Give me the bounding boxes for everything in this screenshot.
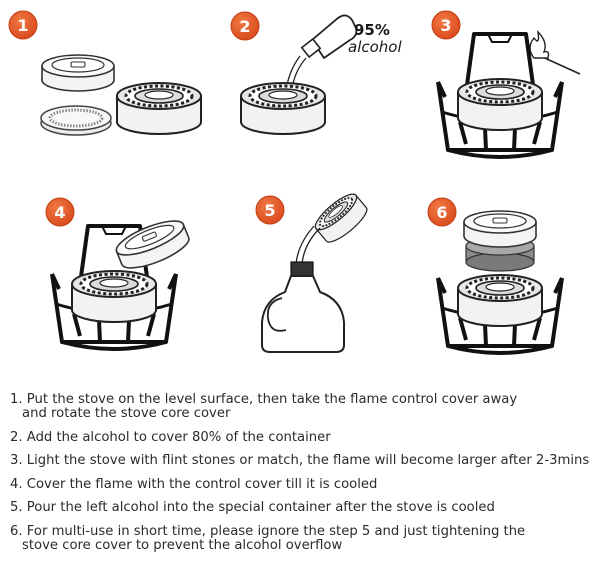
storage-container: [261, 261, 345, 353]
step-text-continued: and rotate the stove core cover: [22, 406, 231, 421]
instruction-step-1: 1. Put the stove on the level surface, t…: [10, 393, 598, 421]
step-badge-4: 4: [45, 197, 75, 227]
badge-number: 5: [264, 201, 275, 220]
badge-number: 1: [17, 16, 28, 35]
flame-control-cover: [111, 213, 194, 276]
step-text: 2. Add the alcohol to cover 80% of the c…: [10, 429, 331, 445]
step-badge-6: 6: [427, 197, 457, 227]
tilted-stove-burner: [309, 188, 373, 248]
bottle-alcohol-label: alcohol: [348, 38, 402, 56]
step-badge-2: 2: [230, 11, 260, 41]
badge-number: 4: [54, 203, 65, 222]
step-badge-3: 3: [431, 10, 461, 40]
badge-number: 6: [436, 203, 447, 222]
step-badge-5: 5: [255, 195, 285, 225]
panel-6: 6: [427, 197, 564, 355]
instruction-step-3: 3. Light the stove with flint stones or …: [10, 454, 598, 468]
alcohol-bottle: [300, 14, 358, 60]
step-badge-1: 1: [8, 10, 38, 40]
step-text: 5. Pour the left alcohol into the specia…: [10, 500, 495, 515]
step-text: 4. Cover the flame with the control cove…: [10, 476, 378, 492]
instruction-step-4: 4. Cover the flame with the control cove…: [10, 476, 598, 492]
instruction-step-5: 5. Pour the left alcohol into the specia…: [10, 501, 598, 515]
panel-4: 4: [45, 197, 194, 351]
panel-5: 5: [255, 188, 373, 353]
panel-3: 3: [431, 10, 581, 159]
badge-number: 2: [239, 17, 250, 36]
stove-with-stand: [436, 273, 564, 355]
step-text: 6. For multi-use in short time, please i…: [10, 523, 526, 539]
badge-number: 3: [440, 16, 451, 35]
panel-2: 2 95% alcohol: [230, 11, 402, 136]
panel-1: 1: [8, 10, 203, 136]
stove-core-cover: [40, 105, 112, 136]
instruction-step-2: 2. Add the alcohol to cover 80% of the c…: [10, 429, 598, 445]
match-stick: [529, 30, 581, 75]
instruction-step-6: 6. For multi-use in short time, please i…: [10, 523, 598, 553]
stove-burner: [115, 81, 203, 136]
instruction-diagram: 1 2 95% alcohol 3: [8, 10, 581, 355]
step-text-continued: stove core cover to prevent the alcohol …: [22, 537, 343, 553]
stove-burner: [239, 81, 327, 136]
flame-control-cover: [463, 210, 537, 248]
alcohol-pour-stream: [295, 225, 321, 265]
flame-control-cover: [41, 54, 115, 92]
instructions-list: 1. Put the stove on the level surface, t…: [10, 393, 598, 562]
bottle-percent-label: 95%: [354, 21, 390, 39]
step-text: 3. Light the stove with flint stones or …: [10, 453, 590, 468]
step-text: 1. Put the stove on the level surface, t…: [10, 392, 518, 407]
